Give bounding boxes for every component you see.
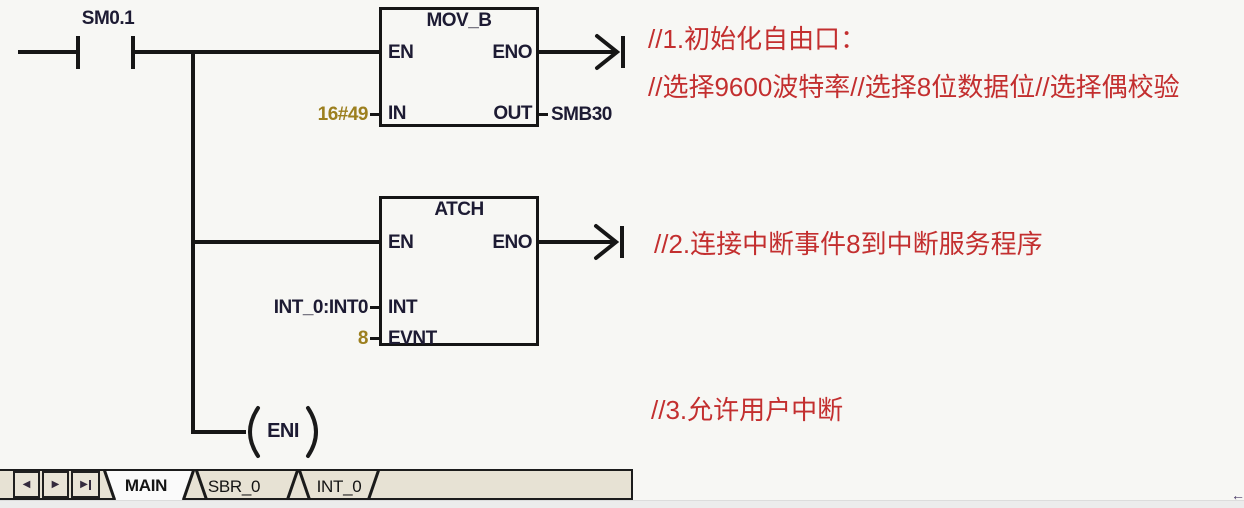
network1-comment-line2: //选择9600波特率//选择8位数据位//选择偶校验: [648, 72, 1180, 102]
network2-comment: //2.连接中断事件8到中断服务程序: [654, 229, 1043, 259]
scroll-last-icon: ▶: [80, 479, 88, 490]
mov-b-in-tick: [370, 113, 379, 116]
tab-main[interactable]: MAIN: [124, 476, 168, 495]
scroll-last-bar-icon: [88, 479, 91, 490]
bottom-strip: [0, 500, 1244, 508]
mov-b-title: MOV_B: [426, 10, 492, 31]
active-tab-background: [105, 471, 195, 500]
atch-pin-en: EN: [388, 232, 414, 253]
contact-left-bar: [76, 36, 80, 69]
atch-title: ATCH: [434, 199, 484, 220]
coil-label[interactable]: ENI: [267, 420, 299, 442]
contact-label[interactable]: SM0.1: [81, 8, 135, 29]
rung1-continuation-arrow-icon: [539, 34, 625, 70]
mov-b-pin-en: EN: [388, 42, 414, 63]
coil-parentheses-icon: [248, 406, 318, 458]
scroll-right-icon: ▶: [51, 479, 60, 490]
ladder-editor: SM0.1 MOV_B EN ENO IN OUT 16#49 SMB30 AT…: [18, 7, 1180, 458]
scroll-left-icon: ◀: [22, 479, 31, 490]
atch-pin-eno: ENO: [492, 232, 532, 253]
tab-scroll-right-button[interactable]: ▶: [42, 471, 69, 498]
atch-int-tick: [370, 306, 379, 309]
atch-evnt-value[interactable]: 8: [357, 328, 369, 349]
rung3-wire: [193, 430, 246, 434]
tab-int0[interactable]: INT_0: [316, 477, 362, 496]
tab-scroll-left-button[interactable]: ◀: [13, 471, 40, 498]
rung2-wire: [193, 240, 379, 244]
mov-b-pin-eno: ENO: [492, 42, 532, 63]
mov-b-out-value[interactable]: SMB30: [551, 104, 612, 125]
tab-sbr0[interactable]: SBR_0: [207, 477, 261, 496]
mov-b-block[interactable]: [379, 7, 539, 127]
rung1-wire-left: [18, 50, 76, 54]
h-scrollbar-left-icon[interactable]: ←: [1231, 487, 1244, 503]
atch-block[interactable]: [379, 196, 539, 346]
mov-b-pin-out: OUT: [493, 103, 532, 124]
mov-b-out-tick: [538, 113, 548, 116]
contact-right-bar: [131, 36, 135, 69]
atch-int-value[interactable]: INT_0:INT0: [273, 297, 369, 318]
atch-pin-evnt: EVNT: [388, 328, 437, 349]
atch-evnt-tick: [370, 337, 379, 340]
mov-b-pin-in: IN: [388, 103, 407, 124]
rung1-wire-mid: [135, 50, 381, 54]
mov-b-in-value[interactable]: 16#49: [317, 104, 369, 125]
network3-comment: //3.允许用户中断: [651, 395, 844, 425]
tab-scroll-last-button[interactable]: ▶: [71, 471, 100, 498]
rung2-continuation-arrow-icon: [538, 224, 624, 260]
atch-pin-int: INT: [388, 297, 418, 318]
network1-comment-line1: //1.初始化自由口：: [648, 24, 867, 54]
